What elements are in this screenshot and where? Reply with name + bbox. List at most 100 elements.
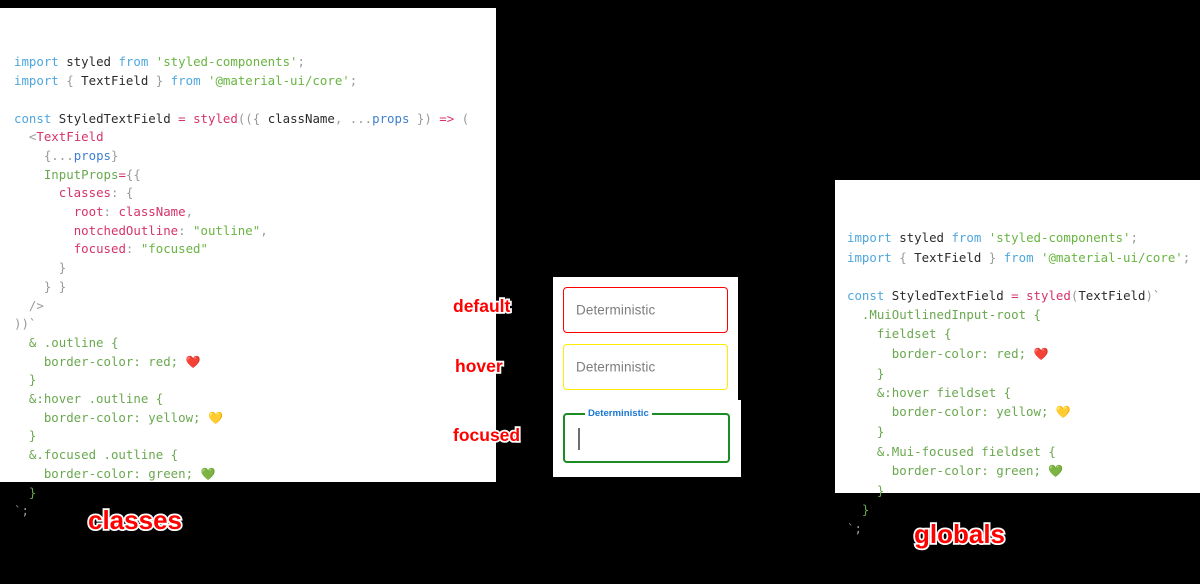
code-line: &:hover fieldset {	[847, 383, 1200, 402]
code-line: &.focused .outline {	[14, 446, 496, 465]
code-token	[14, 129, 29, 144]
code-token: &.Mui-focused fieldset {	[847, 443, 1056, 459]
code-line: border-color: green; 💚	[14, 465, 496, 484]
code-token: root	[73, 204, 104, 220]
code-line: }	[14, 371, 496, 390]
code-line: .MuiOutlinedInput-root {	[847, 305, 1200, 324]
code-line: }	[847, 481, 1200, 500]
code-line	[14, 91, 496, 110]
code-token: `	[14, 503, 22, 519]
code-token: focused	[73, 241, 126, 257]
code-token: } }	[14, 278, 67, 294]
code-token: const	[14, 110, 52, 126]
code-token: =	[178, 110, 186, 126]
code-token: TextField	[914, 249, 982, 265]
code-token: }	[847, 483, 885, 499]
code-line: }	[847, 500, 1200, 519]
code-token: ❤️	[185, 354, 201, 369]
code-token: }	[14, 260, 67, 276]
code-token: className	[267, 110, 335, 126]
code-line: InputProps={{	[14, 166, 496, 185]
annotation-focused: focused	[451, 423, 522, 447]
code-token: ❤️	[1033, 346, 1049, 361]
code-token: &.focused .outline {	[14, 447, 179, 463]
code-line: <TextField	[14, 128, 496, 147]
code-token	[148, 54, 155, 69]
caption-classes: classes	[86, 503, 183, 537]
code-token: {{	[125, 166, 141, 182]
code-token: }	[111, 147, 119, 163]
code-token: (({	[237, 110, 268, 126]
code-line: classes: {	[14, 184, 496, 203]
code-line: }	[847, 364, 1200, 383]
code-token	[981, 230, 988, 245]
code-token: '@material-ui/core'	[1041, 249, 1183, 265]
code-line: notchedOutline: "outline",	[14, 222, 496, 241]
code-token: }	[981, 249, 1004, 265]
textfield-default[interactable]: Deterministic	[563, 287, 728, 333]
code-token: styled	[193, 110, 238, 126]
code-token	[14, 223, 74, 238]
code-line: border-color: red; ❤️	[14, 353, 496, 372]
code-line: `;	[847, 519, 1200, 538]
code-token: TextField	[1078, 288, 1146, 304]
code-token: from	[170, 73, 201, 89]
code-line: import styled from 'styled-components';	[14, 53, 496, 72]
demo-panel-lower: Deterministic	[553, 400, 741, 477]
code-token: }	[847, 365, 885, 381]
code-line: &:hover .outline {	[14, 390, 496, 409]
code-token: 💚	[200, 466, 216, 481]
code-token: :	[103, 204, 119, 220]
code-token: 💚	[1048, 463, 1064, 478]
code-token: }	[847, 424, 885, 440]
code-token: ;	[297, 54, 305, 70]
code-token: =	[118, 166, 126, 182]
code-token: InputProps	[43, 166, 119, 182]
code-token: ,	[185, 204, 194, 220]
code-token: & .outline {	[14, 334, 119, 350]
code-token: TextField	[36, 129, 104, 145]
code-token: StyledTextField	[884, 288, 1012, 304]
code-token: {	[891, 249, 915, 265]
textfield-hover-placeholder: Deterministic	[576, 359, 656, 375]
code-token: {	[58, 73, 82, 89]
code-line: fieldset {	[847, 324, 1200, 343]
code-line: border-color: yellow; 💛	[14, 409, 496, 428]
code-lines-globals: import styled from 'styled-components';i…	[847, 228, 1200, 538]
code-token	[1034, 250, 1041, 265]
code-token	[1019, 288, 1026, 303]
code-line: import { TextField } from '@material-ui/…	[14, 72, 496, 91]
code-token: :	[125, 241, 141, 257]
code-line: const StyledTextField = styled(TextField…	[847, 286, 1200, 305]
code-token: styled	[58, 54, 119, 70]
code-token: from	[951, 230, 982, 246]
textfield-hover[interactable]: Deterministic	[563, 344, 728, 390]
code-token	[186, 111, 193, 126]
code-token	[14, 241, 74, 256]
code-token: "outline"	[193, 222, 261, 238]
code-line: import { TextField } from '@material-ui/…	[847, 248, 1200, 267]
code-token: border-color: green;	[847, 462, 1049, 478]
code-line: }	[847, 422, 1200, 441]
code-line: &.Mui-focused fieldset {	[847, 442, 1200, 461]
code-token	[14, 204, 74, 219]
code-token: fieldset {	[847, 326, 952, 342]
code-token: className	[118, 204, 186, 220]
code-token: 'styled-components'	[155, 54, 298, 70]
annotation-default: default	[451, 294, 512, 318]
textfield-focused[interactable]: Deterministic	[563, 408, 730, 463]
code-token: .MuiOutlinedInput-root {	[847, 307, 1041, 323]
code-panel-classes: import styled from 'styled-components';i…	[0, 8, 496, 518]
code-panel-globals: import styled from 'styled-components';i…	[835, 180, 1200, 536]
code-line: }	[14, 484, 496, 503]
code-line: & .outline {	[14, 334, 496, 353]
code-token: import	[14, 73, 59, 89]
code-token: =>	[439, 110, 455, 126]
textfield-focused-label: Deterministic	[585, 408, 652, 420]
code-token: ;	[1130, 230, 1138, 246]
code-token: }	[14, 428, 37, 444]
code-token	[14, 185, 59, 200]
code-token: {...	[14, 147, 74, 163]
code-token: (	[1070, 288, 1079, 304]
code-line: border-color: green; 💚	[847, 461, 1200, 481]
